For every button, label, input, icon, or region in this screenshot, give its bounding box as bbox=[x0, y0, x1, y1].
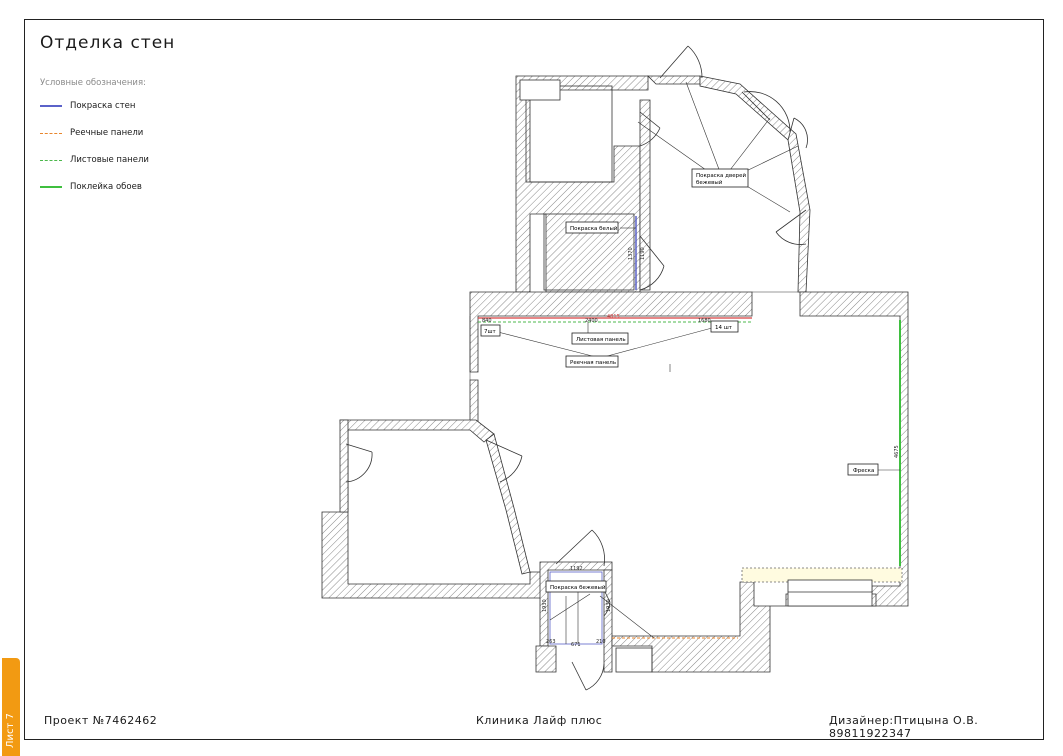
walls bbox=[321, 75, 909, 673]
wall-lower-room-top bbox=[539, 561, 613, 647]
legend-item-wallpaper: Поклейка обоев bbox=[40, 181, 142, 193]
leader bbox=[549, 593, 591, 621]
leader bbox=[637, 121, 707, 171]
upper-left-room-outline bbox=[525, 85, 613, 183]
leader-lines bbox=[489, 81, 900, 644]
legend-item-wall-paint: Покраска стен bbox=[40, 100, 135, 112]
dim-1190: 1190 bbox=[640, 247, 646, 260]
legend-label: Покраска стен bbox=[70, 101, 136, 111]
wall-upper-partition bbox=[639, 99, 651, 291]
sheet-title: Отделка стен bbox=[40, 33, 176, 53]
callout-paint-beige: Покраска бежевый bbox=[550, 584, 606, 591]
door-right-lower bbox=[775, 209, 807, 245]
dim-263: 263 bbox=[546, 639, 556, 645]
doors bbox=[345, 45, 808, 691]
callout-fresco: Фреска bbox=[853, 468, 874, 474]
wall-lower-room-sw bbox=[535, 645, 557, 673]
door-top bbox=[659, 45, 703, 79]
wall-top-segment bbox=[647, 75, 701, 85]
dim-840: 840 bbox=[482, 318, 492, 324]
door-upper-small-room bbox=[639, 235, 665, 291]
dimensions: 840 2400 4815 1680 1370 1190 4675 1192 1… bbox=[482, 247, 900, 648]
dim-671: 671 bbox=[571, 642, 581, 648]
callout-count-7: 7шт bbox=[484, 329, 497, 335]
drawing-frame bbox=[24, 19, 1044, 740]
leader bbox=[599, 595, 655, 639]
callout-paint-doors-line1: Покраска дверей bbox=[696, 172, 746, 179]
callout-count-14-box bbox=[710, 320, 739, 333]
callout-paint-white-box bbox=[565, 221, 619, 234]
legend-swatch bbox=[40, 159, 62, 161]
legend-swatch bbox=[40, 186, 62, 188]
legend-swatch bbox=[40, 132, 62, 134]
sheet-tab-label: Лист 7 bbox=[5, 713, 16, 748]
legend-label: Реечные панели bbox=[70, 128, 144, 138]
upper-left-fixture bbox=[519, 79, 561, 101]
callout-slat-panel: Реечная панель bbox=[570, 360, 616, 366]
finish-lines bbox=[478, 216, 901, 645]
legend-label: Поклейка обоев bbox=[70, 182, 142, 192]
door-left-room bbox=[345, 443, 373, 483]
leader bbox=[599, 327, 713, 359]
finish-lower-room bbox=[549, 571, 603, 645]
leader bbox=[739, 145, 799, 175]
door-lower-room-top bbox=[555, 529, 605, 567]
callout-sheet-panel-box bbox=[571, 332, 629, 345]
upper-small-room-outline bbox=[543, 213, 635, 291]
callout-paint-beige-box bbox=[545, 580, 607, 593]
legend-item-sheet-panels: Листовые панели bbox=[40, 154, 149, 166]
footer-client: Клиника Лайф плюс bbox=[476, 714, 603, 727]
leader bbox=[489, 329, 601, 359]
legend-item-slat-panels: Реечные панели bbox=[40, 127, 143, 139]
callout-paint-doors-line2: бежевый bbox=[696, 179, 723, 186]
callout-fresco-box bbox=[847, 463, 879, 476]
callout-count-7-box bbox=[480, 324, 501, 337]
dim-1680: 1680 bbox=[698, 318, 711, 324]
dim-2400: 2400 bbox=[585, 318, 598, 324]
door-top-right bbox=[741, 91, 791, 133]
dim-1370: 1370 bbox=[628, 247, 634, 260]
footer-project: Проект №7462462 bbox=[44, 714, 158, 727]
footer-designer: Дизайнер:Птицына О.В. 89811922347 bbox=[829, 714, 979, 740]
wall-left-stub bbox=[469, 379, 479, 427]
dim-4815: 4815 bbox=[607, 314, 620, 320]
door-lower-room-bottom bbox=[571, 661, 605, 691]
dim-210: 210 bbox=[596, 639, 606, 645]
callout-sheet-panel: Листовая панель bbox=[576, 337, 626, 343]
legend-label: Листовые панели bbox=[70, 155, 149, 165]
callout-paint-doors-box bbox=[691, 168, 749, 188]
wall-main-right bbox=[799, 291, 909, 607]
dim-1192: 1192 bbox=[570, 566, 583, 572]
legend-heading: Условные обозначения: bbox=[40, 78, 146, 88]
callout-count-14: 14 шт bbox=[715, 325, 733, 331]
room-outlines bbox=[469, 79, 903, 673]
legend-swatch bbox=[40, 105, 62, 107]
dim-1930-left: 1930 bbox=[542, 599, 548, 612]
door-upper-partition bbox=[639, 111, 661, 147]
callout-slat-panel-box bbox=[565, 355, 619, 368]
leader bbox=[685, 81, 721, 173]
window-frame bbox=[787, 579, 873, 607]
lower-storage bbox=[615, 647, 653, 673]
callouts: Покраска дверей бежевый Покраска белый Л… bbox=[480, 168, 879, 593]
dim-1930-right: 1930 bbox=[606, 599, 612, 612]
leader bbox=[729, 117, 771, 171]
wall-left-room-west bbox=[339, 419, 349, 513]
door-left-diagonal bbox=[485, 439, 523, 483]
dim-4675: 4675 bbox=[894, 445, 900, 458]
sheet-tab[interactable]: Лист 7 bbox=[2, 658, 20, 756]
door-right-upper bbox=[787, 117, 808, 149]
wall-lower-room-east bbox=[603, 569, 613, 673]
wall-left-room-diagonal bbox=[485, 433, 531, 575]
callout-paint-white: Покраска белый bbox=[570, 225, 618, 232]
